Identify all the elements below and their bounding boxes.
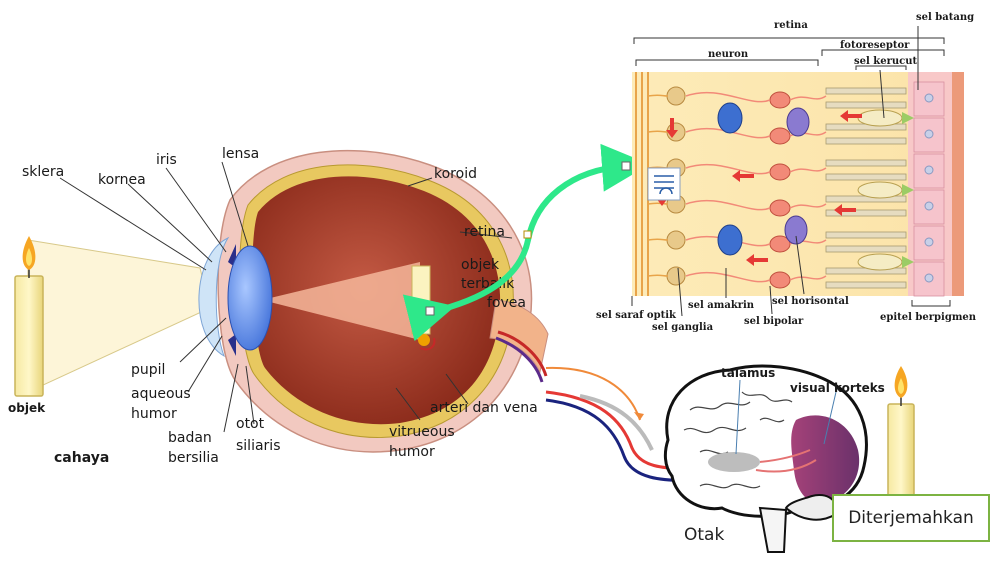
- pigment-nucleus: [925, 238, 933, 246]
- rod-cell: [826, 124, 906, 130]
- label-arteri-vena: arteri dan vena: [430, 400, 538, 416]
- light-cone: [28, 240, 210, 392]
- retina-image-icon: [648, 168, 680, 200]
- label-sklera: sklera: [22, 164, 64, 180]
- rod-cell: [826, 138, 906, 144]
- label-sel-amakrin: sel amakrin: [688, 300, 755, 311]
- candle-right: [888, 366, 914, 500]
- rod-cell: [826, 232, 906, 238]
- axon-fiber: [648, 203, 668, 204]
- label-otot-2: siliaris: [236, 438, 280, 454]
- pigment-nucleus: [925, 274, 933, 282]
- label-sel-bipolar: sel bipolar: [744, 316, 804, 327]
- rod-cell: [826, 102, 906, 108]
- pigment-nucleus: [925, 94, 933, 102]
- brainstem: [760, 508, 786, 552]
- label-retina: retina: [464, 224, 505, 240]
- rod-cell: [826, 160, 906, 166]
- cone-cell: [858, 254, 902, 270]
- lens-shape: [228, 246, 272, 350]
- rod-cell: [826, 268, 906, 274]
- ganglion-cell: [667, 87, 685, 105]
- label-objek-terbalik-1: objek: [461, 257, 500, 273]
- label-objek: objek: [8, 401, 46, 415]
- axon-fiber: [648, 275, 668, 276]
- pigment-nucleus: [925, 130, 933, 138]
- pigment-nucleus: [925, 202, 933, 210]
- connector-handle-end: [622, 162, 630, 170]
- label-sel-kerucut: sel kerucut: [854, 56, 917, 67]
- label-visual-korteks: visual korteks: [790, 381, 885, 395]
- label-sel-ganglia: sel ganglia: [652, 322, 714, 333]
- label-aqueous-2: humor: [131, 406, 177, 422]
- bipolar-cell: [770, 128, 790, 144]
- pigment-nucleus: [925, 166, 933, 174]
- label-vitreous-1: vitrueous: [389, 424, 455, 440]
- label-fotoreseptor: fotoreseptor: [840, 40, 910, 51]
- amakrin-cell: [718, 225, 742, 255]
- ganglion-cell: [667, 267, 685, 285]
- label-sel-saraf-optik: sel saraf optik: [596, 310, 677, 321]
- axon-fiber: [648, 239, 668, 240]
- label-epitel-berpigmen: epitel berpigmen: [880, 312, 977, 323]
- label-retina-top: retina: [774, 20, 808, 31]
- connector-handle-mid: [524, 231, 531, 238]
- label-badan-2: bersilia: [168, 450, 219, 466]
- label-fovea: fovea: [487, 295, 526, 311]
- axon-fiber: [648, 95, 668, 96]
- label-vitreous-2: humor: [389, 444, 435, 460]
- rod-cell: [826, 196, 906, 202]
- horisontal-cell: [787, 108, 809, 136]
- label-sel-horisontal: sel horisontal: [772, 296, 849, 307]
- bipolar-cell: [770, 164, 790, 180]
- cone-cell: [858, 182, 902, 198]
- label-koroid: koroid: [434, 166, 477, 182]
- label-kornea: kornea: [98, 172, 146, 188]
- label-pupil: pupil: [131, 362, 165, 378]
- amakrin-cell: [718, 103, 742, 133]
- thalamus-region: [708, 452, 760, 472]
- label-badan-1: badan: [168, 430, 212, 446]
- bipolar-cell: [770, 92, 790, 108]
- label-iris: iris: [156, 152, 177, 168]
- label-talamus: talamus: [721, 366, 775, 380]
- axon-fiber: [648, 131, 668, 132]
- label-aqueous-1: aqueous: [131, 386, 191, 402]
- connector-handle-start: [426, 307, 434, 315]
- ganglion-cell: [667, 231, 685, 249]
- rod-cell: [826, 282, 906, 288]
- bipolar-cell: [770, 272, 790, 288]
- label-neuron: neuron: [708, 49, 749, 60]
- rod-cell: [826, 174, 906, 180]
- label-sel-batang: sel batang: [916, 12, 974, 23]
- cone-cell: [858, 110, 902, 126]
- horisontal-cell: [785, 216, 807, 244]
- label-lensa: lensa: [222, 146, 259, 162]
- label-otot-1: otot: [236, 416, 265, 432]
- rod-cell: [826, 88, 906, 94]
- rod-cell: [826, 246, 906, 252]
- label-otak: Otak: [684, 525, 724, 545]
- translated-label-box[interactable]: Diterjemahkan: [832, 494, 990, 542]
- bipolar-cell: [770, 200, 790, 216]
- label-cahaya: cahaya: [54, 450, 109, 466]
